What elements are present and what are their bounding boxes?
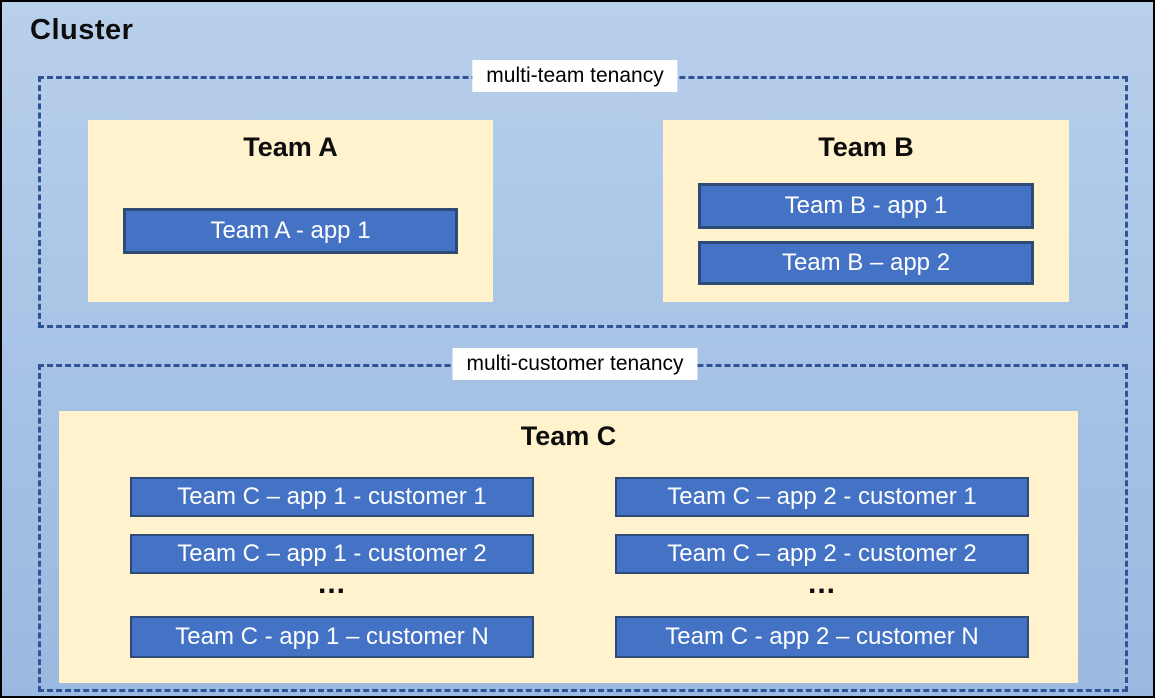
multi-team-tenancy-section: multi-team tenancy Team A Team A - app 1… [38, 60, 1128, 328]
team-b-app-1-box: Team B - app 1 [698, 183, 1034, 229]
multi-team-tenancy-label: multi-team tenancy [472, 60, 678, 93]
team-c-app2-ellipsis: ... [807, 567, 836, 600]
team-c-title: Team C [520, 421, 617, 451]
team-c-app1-customer1-box: Team C – app 1 - customer 1 [130, 477, 534, 517]
multi-customer-tenancy-label: multi-customer tenancy [452, 348, 698, 381]
team-a-app-1-box: Team A - app 1 [123, 208, 458, 254]
cluster-title: Cluster [30, 14, 134, 46]
team-c-app1-ellipsis: ... [317, 567, 346, 600]
team-c-box: Team C Team C – app 1 - customer 1 Team … [59, 411, 1078, 683]
team-a-box: Team A Team A - app 1 [88, 120, 493, 302]
team-b-app-2-box: Team B – app 2 [698, 241, 1034, 285]
team-b-title: Team B [818, 132, 914, 162]
team-c-app2-customer1-box: Team C – app 2 - customer 1 [615, 477, 1029, 517]
team-c-app2-customer2-box: Team C – app 2 - customer 2 [615, 534, 1029, 574]
team-b-box: Team B Team B - app 1 Team B – app 2 [663, 120, 1069, 302]
team-c-app1-customer2-box: Team C – app 1 - customer 2 [130, 534, 534, 574]
team-a-title: Team A [243, 132, 338, 162]
team-c-app1-customerN-box: Team C - app 1 – customer N [130, 616, 534, 658]
multi-customer-tenancy-section: multi-customer tenancy Team C Team C – a… [38, 348, 1128, 692]
team-c-app2-customerN-box: Team C - app 2 – customer N [615, 616, 1029, 658]
